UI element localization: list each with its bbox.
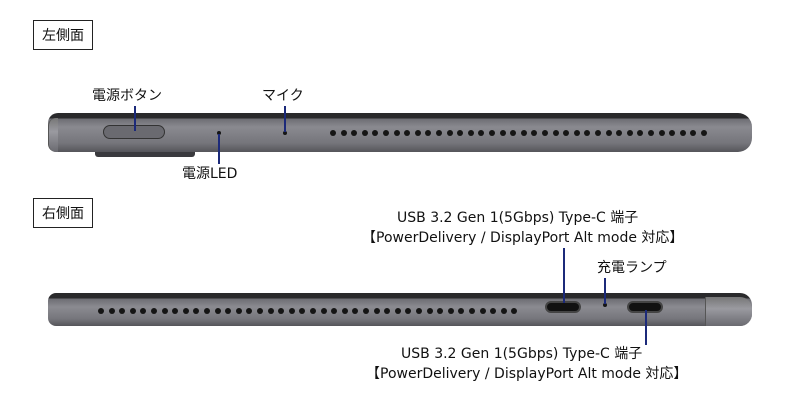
speaker-hole bbox=[679, 130, 686, 136]
speaker-hole bbox=[310, 308, 316, 314]
speaker-hole bbox=[278, 308, 285, 314]
charge-lamp-label: 充電ランプ bbox=[597, 260, 667, 276]
speaker-hole bbox=[510, 130, 517, 136]
speaker-hole bbox=[467, 130, 474, 136]
speaker-hole bbox=[352, 308, 359, 314]
speaker-hole bbox=[520, 130, 527, 136]
speaker-hole bbox=[626, 130, 633, 136]
mic-label: マイク bbox=[262, 88, 304, 104]
speaker-hole bbox=[436, 130, 442, 136]
speaker-hole bbox=[552, 130, 559, 136]
speaker-hole bbox=[140, 308, 147, 314]
speaker-hole bbox=[573, 130, 580, 136]
leader-power-button bbox=[134, 106, 136, 131]
tablet-left-side bbox=[48, 113, 752, 152]
leader-usbc-1 bbox=[563, 248, 565, 303]
speaker-hole bbox=[320, 308, 327, 314]
usbc-top-label-line2: 【PowerDelivery / DisplayPort Alt mode 対応… bbox=[362, 230, 684, 246]
power-led bbox=[217, 131, 221, 135]
speaker-hole bbox=[98, 308, 104, 314]
speaker-hole bbox=[394, 308, 401, 314]
speaker-hole bbox=[690, 130, 697, 136]
speaker-hole bbox=[129, 308, 136, 314]
speaker-hole bbox=[489, 130, 495, 136]
speaker-hole bbox=[151, 308, 157, 314]
speaker-hole bbox=[225, 308, 232, 314]
speaker-hole bbox=[161, 308, 168, 314]
speaker-hole bbox=[531, 130, 538, 136]
speaker-hole bbox=[246, 308, 253, 314]
speaker-hole bbox=[490, 308, 497, 314]
speaker-hole bbox=[414, 130, 421, 136]
speaker-hole bbox=[595, 130, 601, 136]
left-end-cap bbox=[48, 118, 58, 152]
speaker-hole bbox=[351, 130, 358, 136]
speaker-hole bbox=[119, 308, 126, 314]
usbc-bottom-label-line2: 【PowerDelivery / DisplayPort Alt mode 対応… bbox=[366, 366, 688, 382]
speaker-hole bbox=[446, 130, 453, 136]
speaker-hole bbox=[542, 130, 548, 136]
speaker-hole bbox=[416, 308, 422, 314]
speaker-hole bbox=[383, 130, 389, 136]
speaker-hole bbox=[469, 308, 475, 314]
right-end-cap bbox=[705, 297, 752, 326]
leader-power-led bbox=[218, 134, 220, 164]
speaker-hole bbox=[288, 308, 295, 314]
speaker-hole bbox=[404, 130, 411, 136]
mic-hole bbox=[283, 131, 287, 135]
speaker-hole bbox=[499, 130, 506, 136]
speaker-hole bbox=[340, 130, 347, 136]
right-side-title: 右側面 bbox=[33, 198, 93, 228]
speaker-hole bbox=[479, 308, 486, 314]
speaker-hole bbox=[426, 308, 433, 314]
speaker-hole bbox=[235, 308, 242, 314]
speaker-hole bbox=[331, 308, 338, 314]
speaker-hole bbox=[637, 130, 644, 136]
speaker-hole bbox=[193, 308, 200, 314]
speaker-hole bbox=[172, 308, 179, 314]
speaker-hole bbox=[393, 130, 400, 136]
charge-lamp bbox=[603, 303, 607, 307]
speaker-hole bbox=[669, 130, 676, 136]
usbc-top-label-line1: USB 3.2 Gen 1(5Gbps) Type-C 端子 bbox=[397, 210, 639, 226]
power-button-label: 電源ボタン bbox=[92, 88, 162, 104]
speaker-hole bbox=[361, 130, 368, 136]
speaker-hole bbox=[457, 130, 464, 136]
speaker-hole bbox=[511, 308, 518, 314]
speaker-hole bbox=[478, 130, 485, 136]
power-led-label: 電源LED bbox=[182, 166, 238, 182]
speaker-hole bbox=[373, 308, 380, 314]
speaker-hole bbox=[616, 130, 623, 136]
speaker-hole bbox=[447, 308, 454, 314]
speaker-hole bbox=[584, 130, 591, 136]
speaker-hole bbox=[257, 308, 263, 314]
speaker-hole bbox=[458, 308, 465, 314]
speaker-hole bbox=[267, 308, 274, 314]
speaker-hole bbox=[182, 308, 189, 314]
leader-mic bbox=[284, 106, 286, 132]
speaker-hole bbox=[214, 308, 221, 314]
speaker-hole bbox=[108, 308, 115, 314]
speaker-hole bbox=[563, 130, 570, 136]
speaker-hole bbox=[330, 130, 336, 136]
leader-usbc-2 bbox=[645, 310, 647, 345]
speaker-hole bbox=[701, 130, 707, 136]
left-side-title: 左側面 bbox=[33, 20, 93, 50]
speaker-hole bbox=[648, 130, 654, 136]
speaker-hole bbox=[341, 308, 348, 314]
speaker-hole bbox=[605, 130, 612, 136]
usbc-bottom-label-line1: USB 3.2 Gen 1(5Gbps) Type-C 端子 bbox=[401, 346, 643, 362]
speaker-hole bbox=[363, 308, 369, 314]
speaker-hole bbox=[372, 130, 379, 136]
speaker-hole bbox=[425, 130, 432, 136]
speaker-hole bbox=[204, 308, 210, 314]
camera-bump bbox=[95, 148, 195, 157]
speaker-hole bbox=[437, 308, 444, 314]
speaker-hole bbox=[384, 308, 391, 314]
speaker-hole bbox=[658, 130, 665, 136]
speaker-hole bbox=[405, 308, 412, 314]
speaker-hole bbox=[299, 308, 306, 314]
leader-charge-lamp bbox=[604, 278, 606, 304]
speaker-hole bbox=[500, 308, 507, 314]
